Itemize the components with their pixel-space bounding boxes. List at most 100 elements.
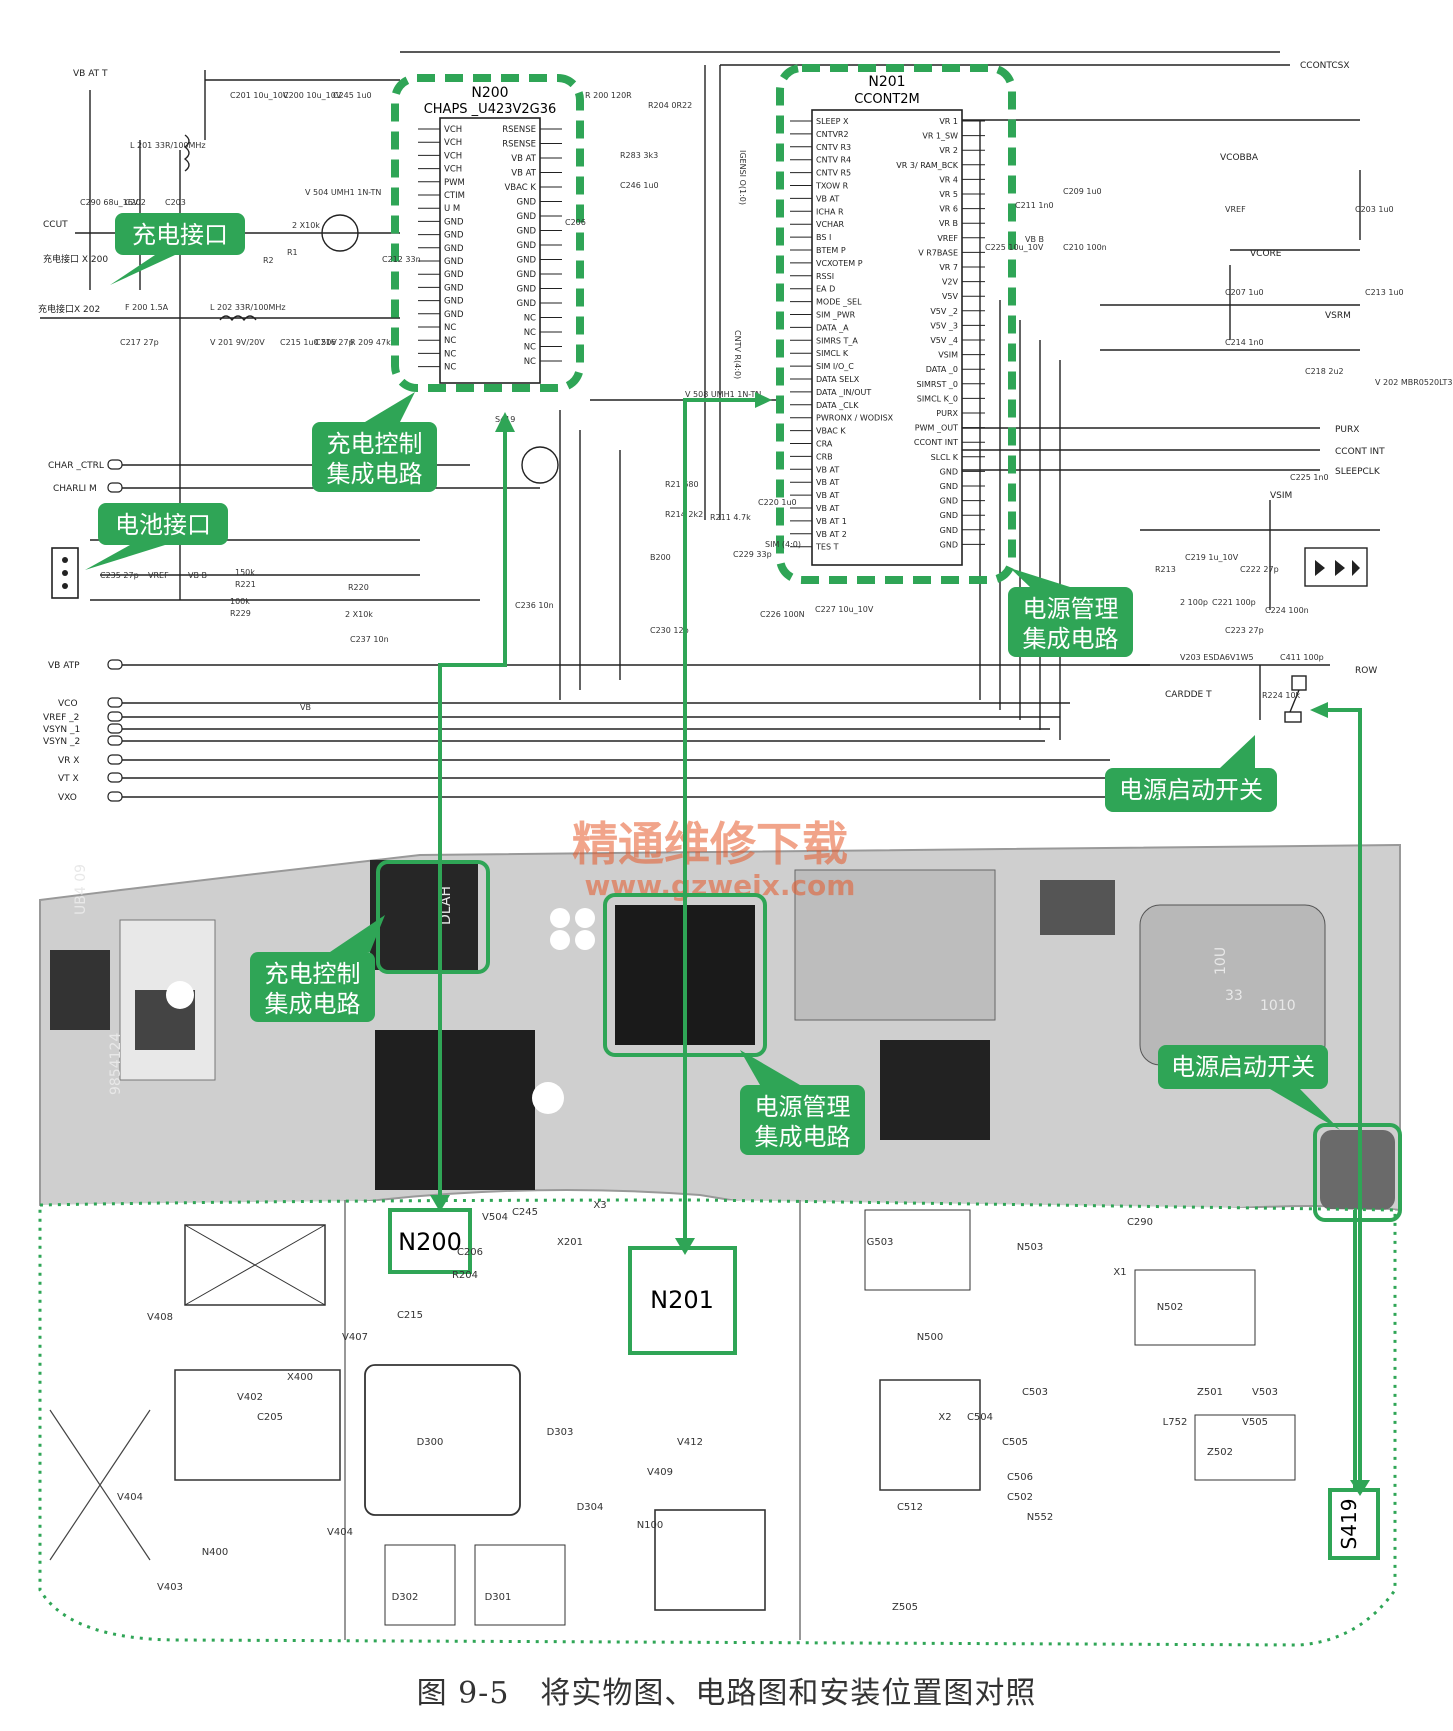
n201-left-pin: VB AT bbox=[816, 491, 839, 500]
layout-part-label: D301 bbox=[485, 1592, 512, 1603]
n201-left-pin: VB AT 2 bbox=[816, 530, 847, 539]
left-net-label: VSYN _1 bbox=[43, 725, 80, 735]
n200-left-pin: U M bbox=[444, 204, 460, 214]
battery-connector-symbol bbox=[51, 547, 79, 599]
figure-caption: 图 9-5 将实物图、电路图和安装位置图对照 bbox=[416, 1676, 1037, 1711]
component-label: C220 1u0 bbox=[758, 498, 797, 507]
component-label: R 209 47k bbox=[350, 338, 391, 347]
layout-part-label: V409 bbox=[647, 1467, 673, 1478]
n201-right-pin: V5V _4 bbox=[930, 336, 958, 345]
callout-text: 充电控制 bbox=[265, 960, 361, 988]
n200-right-pin: GND bbox=[517, 270, 537, 280]
n201-right-pin: PWM _OUT bbox=[915, 424, 958, 433]
layout-part-label: Z505 bbox=[892, 1602, 918, 1613]
component-label: VB B bbox=[1025, 235, 1044, 244]
n201-left-pin: VB AT bbox=[816, 194, 839, 203]
layout-part-label: V505 bbox=[1242, 1417, 1268, 1428]
layout-part-label: V408 bbox=[147, 1312, 173, 1323]
component-label: C201 10u_10V bbox=[230, 91, 289, 100]
component-label: R224 10k bbox=[1262, 691, 1301, 700]
n201-left-pin: SIM _PWR bbox=[816, 311, 856, 320]
layout-part-label: V404 bbox=[327, 1527, 353, 1538]
component-label: C216 27p bbox=[315, 338, 354, 347]
component-label: C214 1n0 bbox=[1225, 338, 1264, 347]
component-label: 2 100p bbox=[1180, 598, 1208, 607]
n201-left-pin: CNTV R3 bbox=[816, 143, 851, 152]
n200-charge-ic-schematic: N200 CHAPS _U423V2G36 VCHVCHVCHVCHPWMCTI… bbox=[391, 74, 584, 392]
component-label: R1 bbox=[287, 248, 298, 257]
component-label: VB bbox=[300, 703, 311, 712]
n201-right-pin: VREF bbox=[937, 234, 958, 243]
layout-part-label: V504 bbox=[482, 1212, 508, 1223]
n200-left-pin: GND bbox=[444, 217, 464, 227]
layout-part-label: V412 bbox=[677, 1437, 703, 1448]
component-label: C237 10n bbox=[350, 635, 389, 644]
n201-right-pin: VSIM bbox=[938, 351, 958, 360]
right-net-label: CCONTCSX bbox=[1300, 61, 1350, 71]
left-net-label: VSYN _2 bbox=[43, 737, 80, 747]
callout-text: 充电接口 bbox=[132, 221, 228, 249]
right-net-label: VCORE bbox=[1250, 249, 1282, 259]
photo-power-switch bbox=[1320, 1130, 1395, 1210]
layout-part-label: N502 bbox=[1157, 1302, 1184, 1313]
component-label: C219 1u_10V bbox=[1185, 553, 1239, 562]
guide-arrows bbox=[376, 392, 1402, 1496]
n200-left-pin: NC bbox=[444, 323, 456, 333]
component-label: V 504 UMH1 1N-TN bbox=[305, 188, 381, 197]
watermark-line1: 精通维修下载 bbox=[572, 817, 848, 871]
n201-ref: N201 bbox=[868, 74, 905, 90]
photo-label: 1010 bbox=[1260, 998, 1296, 1014]
n201-left-pin: DATA _CLK bbox=[816, 401, 859, 410]
component-label: C212 33n bbox=[382, 255, 421, 264]
n200-right-pin: GND bbox=[517, 198, 537, 208]
n201-right-pin: SIMCL K_0 bbox=[917, 394, 958, 403]
n200-left-pin: PWM bbox=[444, 178, 465, 188]
callout-text: 集成电路 bbox=[1023, 625, 1119, 653]
n200-left-pin: NC bbox=[444, 363, 456, 373]
layout-part-label: L752 bbox=[1163, 1417, 1188, 1428]
callout-box bbox=[740, 1085, 865, 1155]
component-label: C225 10u_10V bbox=[985, 243, 1044, 252]
right-net-label: VSRM bbox=[1325, 311, 1351, 321]
layout-part-label: Z501 bbox=[1197, 1387, 1223, 1398]
layout-part-label: X1 bbox=[1113, 1267, 1126, 1278]
n201-right-pin: GND bbox=[940, 511, 958, 520]
n201-left-pin: VB AT bbox=[816, 478, 839, 487]
s419-switch-symbol bbox=[1284, 675, 1307, 723]
v203-esd-array bbox=[1304, 547, 1368, 587]
component-label: L 201 33R/100MHz bbox=[130, 141, 206, 150]
component-label: C202 bbox=[125, 198, 146, 207]
component-label: R229 bbox=[230, 609, 251, 618]
callout-box bbox=[115, 213, 245, 255]
layout-part-label: V503 bbox=[1252, 1387, 1278, 1398]
n200-right-pin: NC bbox=[524, 314, 536, 324]
component-label: C236 10n bbox=[515, 601, 554, 610]
n200-right-pin: GND bbox=[517, 299, 537, 309]
left-net-label: VT X bbox=[58, 774, 79, 784]
n201-highlight-outline bbox=[776, 64, 1016, 584]
n201-left-pin: CNTV R4 bbox=[816, 156, 851, 165]
n201-right-pin: SLCL K bbox=[931, 453, 959, 462]
n201-left-pin: SIMRS T_A bbox=[816, 336, 858, 345]
n201-left-pin: BTEM P bbox=[816, 246, 846, 255]
left-net-label: VR X bbox=[58, 756, 79, 766]
layout-part-label: V407 bbox=[342, 1332, 368, 1343]
layout-part-label: C290 bbox=[1127, 1217, 1153, 1228]
left-net-label: VXO bbox=[58, 793, 77, 803]
n201-left-pin: SIM I/O_C bbox=[816, 362, 854, 371]
component-label: C411 100p bbox=[1280, 653, 1324, 662]
n201-right-pin: GND bbox=[940, 526, 958, 535]
n201-left-pin: TES T bbox=[815, 543, 839, 552]
n200-right-pin: NC bbox=[524, 357, 536, 367]
layout-part-label: C505 bbox=[1002, 1437, 1028, 1448]
n201-left-pin: BS I bbox=[816, 233, 831, 242]
n201-part: CCONT2M bbox=[854, 92, 920, 107]
left-net-label: VREF _2 bbox=[43, 713, 79, 723]
component-label: C203 bbox=[165, 198, 186, 207]
layout-n200-box bbox=[388, 1208, 472, 1274]
layout-part-label: C502 bbox=[1007, 1492, 1033, 1503]
